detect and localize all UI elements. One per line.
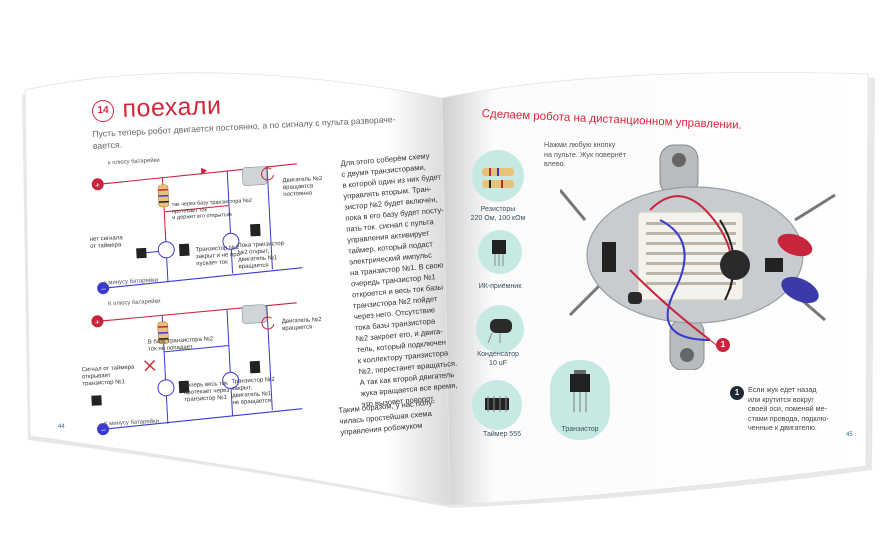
timer-555-icon xyxy=(485,396,509,412)
blue-wire xyxy=(659,219,711,341)
timer-tile xyxy=(472,380,522,430)
capacitor-label: Конденсатор 10 uF xyxy=(477,351,519,367)
red-led-icon xyxy=(777,233,813,257)
circuit-diagram-1: + – xyxy=(91,163,303,295)
timer-chip-icon xyxy=(136,247,147,259)
capacitor-icon xyxy=(487,319,512,344)
robot-leg xyxy=(794,193,836,222)
press-note: Нажми любую кнопку на пульте. Жук поверн… xyxy=(544,140,627,168)
transistor-label: Транзистор xyxy=(561,426,599,433)
footnote-text: Если жук едет назад или крутится вокруг … xyxy=(748,385,829,432)
minus-terminal-icon xyxy=(97,423,110,436)
transistor-2-symbol xyxy=(222,371,240,389)
rotation-arrow-icon xyxy=(261,167,274,181)
resistors-tile xyxy=(472,150,524,202)
timer-chip-icon xyxy=(91,395,102,406)
svg-text:+: + xyxy=(95,181,100,190)
diagram2-motor-label: Двигатель №2 вращается xyxy=(281,316,322,333)
page-number-right: 45 xyxy=(846,432,853,438)
transistor-2-icon xyxy=(250,223,261,237)
svg-text:–: – xyxy=(101,425,106,434)
plus-terminal-icon xyxy=(91,178,104,191)
transistor-icon xyxy=(570,370,590,412)
transistor-1-symbol xyxy=(157,241,175,259)
blue-led-icon xyxy=(781,276,819,304)
ir-receiver-icon xyxy=(492,240,506,266)
diagram1-motor-label: Двигатель №2 вращается постоянно xyxy=(282,175,323,199)
rotation-arrow-icon xyxy=(261,316,275,330)
ir-receiver-tile xyxy=(478,230,522,274)
transistor-1-icon xyxy=(178,380,190,394)
resistors-icon xyxy=(482,168,514,188)
resistors-label: Резисторы 220 Ом, 100 кОм xyxy=(470,206,526,222)
diagram2-signal-label: Сигнал от таймера открывает транзистор №… xyxy=(81,364,135,388)
minus-terminal-icon xyxy=(97,282,110,295)
arrow-icon xyxy=(201,167,208,175)
transistor-2-symbol xyxy=(222,232,240,250)
minus-rail-wire xyxy=(105,408,303,430)
minus-rail-wire xyxy=(105,267,303,289)
chapter-title: поехали xyxy=(122,91,222,123)
svg-text:+: + xyxy=(95,318,100,327)
diagram1-t2-label: Пока транзистор №2 открыт, двигатель №1 … xyxy=(237,240,285,271)
svg-text:–: – xyxy=(101,284,106,293)
robot-beetle-illustration xyxy=(560,144,836,370)
ir-receiver-label: ИК-приёмник xyxy=(478,283,522,290)
transistor-tile xyxy=(550,360,610,440)
diagram1-t1-label: Транзистор №1 закрыт и не про- пускает т… xyxy=(195,244,243,268)
circuit-diagram-2: + – xyxy=(91,302,303,436)
motor-bottom-icon xyxy=(669,319,705,370)
plus-terminal-icon xyxy=(91,315,104,328)
diagram1-signal-label: нет сигнала от таймера xyxy=(89,235,123,250)
capacitor-tile xyxy=(476,305,524,353)
diagram2-t1-label: Теперь весь ток протекает через транзист… xyxy=(183,380,230,404)
motor-2-icon xyxy=(241,304,267,324)
diagram2-t2-label: Транзистор №2 закрыт, двигатель №1 не вр… xyxy=(231,376,275,407)
timer-label: Таймер 555 xyxy=(483,431,521,438)
badge-on-robot: 1 xyxy=(716,338,730,352)
transistor-2-icon xyxy=(249,360,261,374)
robot-leg xyxy=(560,189,587,221)
motor-2-icon xyxy=(241,166,268,186)
robot-leg xyxy=(568,283,602,317)
transistor-1-symbol xyxy=(157,379,175,397)
ic-chip-icon xyxy=(602,242,616,272)
buzzer-icon xyxy=(720,250,750,280)
page-number-left: 44 xyxy=(58,424,65,430)
footnote-badge: 1 xyxy=(730,386,744,400)
transistor-1-icon xyxy=(178,243,190,257)
chapter-number-badge: 14 xyxy=(92,100,114,122)
